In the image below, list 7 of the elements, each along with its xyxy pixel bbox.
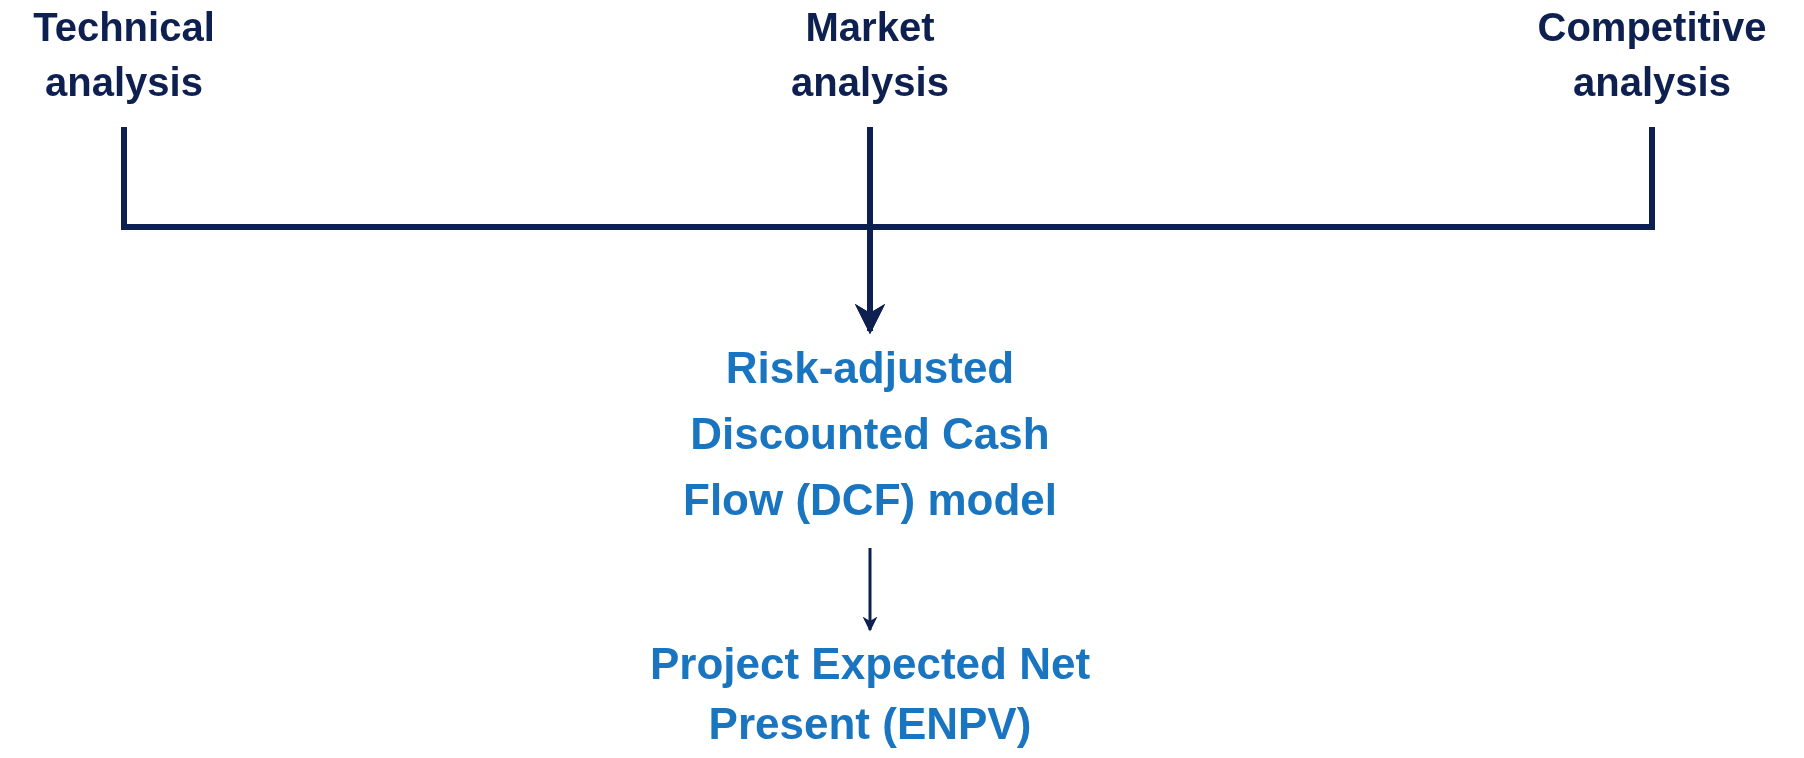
node-label: Technical analysis (32, 4, 216, 106)
arrow (862, 548, 878, 632)
node-label: Project Expected Net Present (ENPV) (648, 638, 1092, 750)
node-label: Competitive analysis (1536, 4, 1768, 106)
node-label: Risk-adjusted Discounted Cash Flow (DCF) model (682, 342, 1058, 526)
arrow (855, 127, 1655, 334)
node-label: Market analysis (790, 4, 950, 106)
